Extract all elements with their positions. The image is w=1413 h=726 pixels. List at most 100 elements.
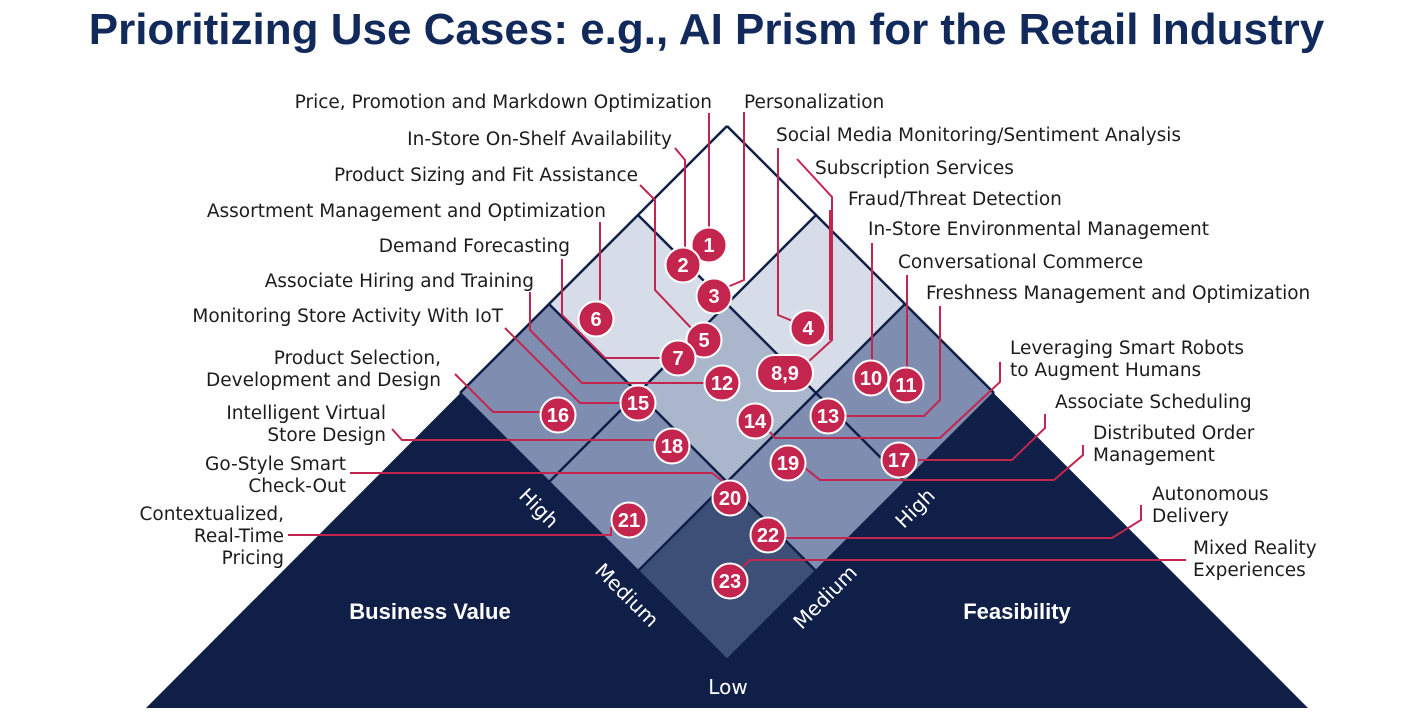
leader-line xyxy=(674,147,686,250)
leader-line xyxy=(454,373,540,413)
marker-circle xyxy=(749,516,787,554)
use-case-label-line: Monitoring Store Activity With IoT xyxy=(192,306,503,327)
marker-circle xyxy=(664,246,702,284)
marker-number: 4 xyxy=(802,318,814,340)
use-case-label-line: Product Selection, xyxy=(274,348,441,369)
use-case-marker: 2 xyxy=(664,246,702,284)
use-case-label-line: Contextualized, xyxy=(139,504,284,525)
business-value-label: Business Value xyxy=(349,599,510,624)
use-case-label: Demand Forecasting xyxy=(379,236,570,257)
leader-line xyxy=(740,559,1186,569)
use-case-label-line: Associate Hiring and Training xyxy=(265,271,534,292)
leader-line xyxy=(529,292,705,384)
marker-circle xyxy=(653,427,691,465)
marker-circle xyxy=(703,364,741,402)
marker-circle xyxy=(711,479,749,517)
use-case-marker: 11 xyxy=(887,366,925,404)
leader-line xyxy=(777,148,796,323)
leader-line xyxy=(639,184,694,331)
use-case-marker: 6 xyxy=(577,300,615,338)
marker-circle xyxy=(659,339,697,377)
marker-number: 19 xyxy=(777,453,799,475)
use-case-label: Fraud/Threat Detection xyxy=(848,189,1062,210)
use-case-label-line: Social Media Monitoring/Sentiment Analys… xyxy=(776,125,1181,146)
use-case-label-line: Subscription Services xyxy=(815,158,1014,179)
use-case-marker: 15 xyxy=(619,384,657,422)
marker-number: 14 xyxy=(744,411,767,433)
feasibility-label: Feasibility xyxy=(963,599,1071,624)
use-case-marker: 18 xyxy=(653,427,691,465)
use-case-label-line: In-Store On-Shelf Availability xyxy=(407,129,672,150)
marker-circle xyxy=(619,384,657,422)
marker-circle xyxy=(756,354,814,392)
use-case-marker: 14 xyxy=(736,402,774,440)
marker-circle xyxy=(852,359,890,397)
marker-circle xyxy=(577,300,615,338)
leader-line xyxy=(918,414,1046,461)
marker-number: 13 xyxy=(817,406,839,428)
marker-number: 22 xyxy=(757,525,779,547)
use-case-label: Product Selection,Development and Design xyxy=(206,348,441,391)
use-case-label-line: Leveraging Smart Robots xyxy=(1010,338,1244,359)
marker-number: 23 xyxy=(719,571,741,593)
marker-circle xyxy=(539,396,577,434)
marker-circle xyxy=(789,309,827,347)
marker-circle xyxy=(695,277,733,315)
grid-lines xyxy=(459,125,995,661)
marker-number: 21 xyxy=(618,510,640,532)
use-case-label-line: Autonomous xyxy=(1152,484,1269,505)
use-case-marker: 5 xyxy=(685,321,723,359)
marker-circle xyxy=(769,444,807,482)
leader-line xyxy=(350,472,726,484)
use-case-label-line: Assortment Management and Optimization xyxy=(207,201,606,222)
marker-number: 17 xyxy=(888,450,910,472)
leader-line xyxy=(724,112,745,289)
use-case-label-line: Conversational Commerce xyxy=(898,252,1143,273)
use-case-label: Freshness Management and Optimization xyxy=(926,283,1310,304)
use-case-label-line: Product Sizing and Fit Assistance xyxy=(334,165,638,186)
use-case-label-line: Associate Scheduling xyxy=(1055,392,1252,413)
use-case-label-line: Management xyxy=(1093,445,1215,466)
marker-circle xyxy=(736,402,774,440)
marker-circle xyxy=(711,562,749,600)
use-case-label-line: Experiences xyxy=(1193,560,1306,581)
level-low: Low xyxy=(708,675,747,699)
use-case-marker: 8,9 xyxy=(756,354,814,392)
use-case-label: In-Store On-Shelf Availability xyxy=(407,129,672,150)
use-case-marker: 21 xyxy=(610,501,648,539)
marker-circle xyxy=(809,397,847,435)
marker-number: 12 xyxy=(711,373,733,395)
use-case-marker: 7 xyxy=(659,339,697,377)
marker-circle xyxy=(887,366,925,404)
marker-number: 20 xyxy=(719,488,741,510)
page-title: Prioritizing Use Cases: e.g., AI Prism f… xyxy=(88,5,1325,54)
marker-number: 8,9 xyxy=(771,363,799,385)
marker-circle xyxy=(610,501,648,539)
use-case-marker: 20 xyxy=(711,479,749,517)
use-case-marker: 1 xyxy=(690,226,728,264)
leader-line xyxy=(767,362,1001,439)
leader-line xyxy=(804,445,1084,481)
use-case-marker: 17 xyxy=(880,441,918,479)
marker-number: 3 xyxy=(708,286,719,308)
use-case-label-line: Price, Promotion and Markdown Optimizati… xyxy=(295,92,712,113)
use-case-label: Associate Hiring and Training xyxy=(265,271,534,292)
leader-line xyxy=(561,259,662,359)
use-case-label-line: In-Store Environmental Management xyxy=(868,219,1209,240)
marker-number: 15 xyxy=(627,393,649,415)
leader-line xyxy=(504,327,620,404)
use-case-label: Associate Scheduling xyxy=(1055,392,1252,413)
use-case-label: Assortment Management and Optimization xyxy=(207,201,606,222)
leader-line xyxy=(391,428,655,441)
use-case-labels: Price, Promotion and Markdown Optimizati… xyxy=(139,92,1316,581)
use-case-label: Product Sizing and Fit Assistance xyxy=(334,165,638,186)
leader-line xyxy=(786,505,1142,539)
use-case-label: Personalization xyxy=(744,92,884,113)
use-case-label-line: Delivery xyxy=(1152,506,1229,527)
use-case-label: Monitoring Store Activity With IoT xyxy=(192,306,503,327)
use-case-marker: 19 xyxy=(769,444,807,482)
